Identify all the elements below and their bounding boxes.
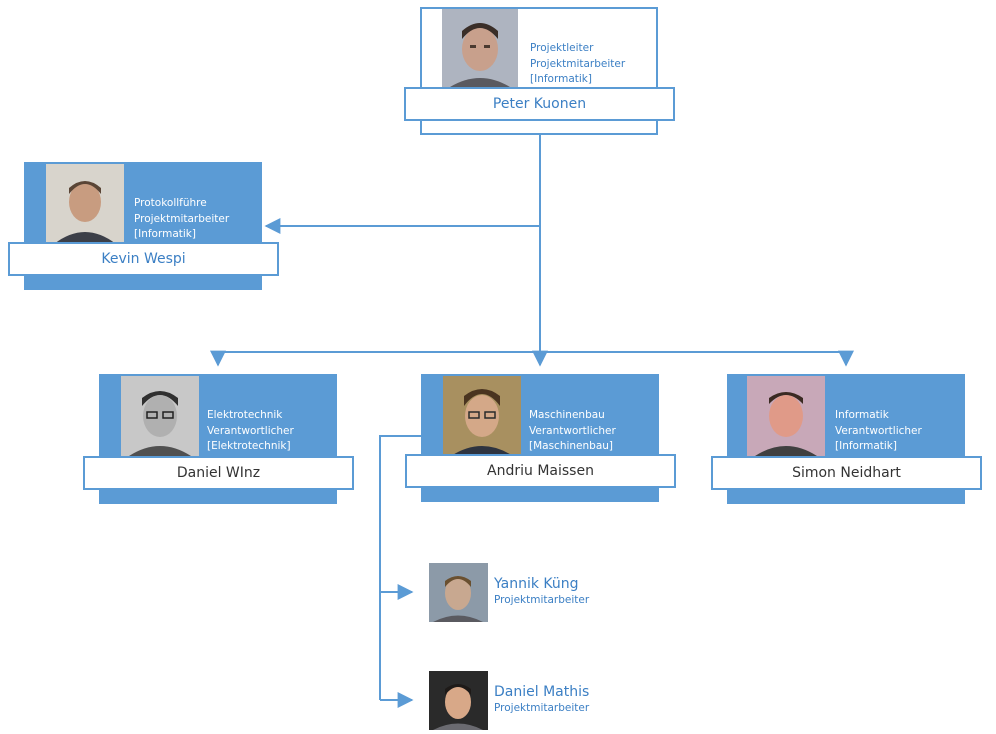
subordinate-info: Daniel Mathis Projektmitarbeiter — [494, 683, 589, 715]
role-line: [Maschinenbau] — [529, 440, 614, 452]
portrait-photo — [121, 376, 199, 456]
role-line: [Elektrotechnik] — [207, 440, 291, 452]
portrait-photo — [442, 9, 518, 87]
role-line: [Informatik] — [530, 73, 592, 85]
role-line: Projektmitarbeiter — [494, 594, 590, 606]
role-line: Projektmitarbeiter — [134, 212, 230, 225]
portrait-photo — [747, 376, 825, 456]
role-line: Verantwortlicher — [207, 424, 294, 437]
role-line: [Informatik] — [134, 228, 196, 240]
role-list: Projektleiter Projektmitarbeiter [Inform… — [530, 41, 625, 88]
role-line: Projektleiter — [530, 42, 594, 54]
name-bar: Kevin Wespi — [8, 242, 279, 276]
role-line: Protokollführe — [134, 197, 207, 209]
subordinate-info: Yannik Küng Projektmitarbeiter — [494, 575, 589, 607]
role-line: Maschinenbau — [529, 409, 605, 421]
connector-sub-trunk — [379, 435, 422, 700]
person-name: Daniel Mathis — [494, 684, 590, 700]
role-list: Informatik Verantwortlicher [Informatik] — [835, 408, 922, 455]
name-bar: Daniel WInz — [83, 456, 354, 490]
portrait-photo — [46, 164, 124, 244]
role-line: [Informatik] — [835, 440, 897, 452]
portrait-photo — [443, 376, 521, 456]
portrait-photo — [429, 563, 488, 622]
name-bar: Peter Kuonen — [404, 87, 675, 121]
name-bar: Andriu Maissen — [405, 454, 676, 488]
role-line: Projektmitarbeiter — [494, 702, 590, 714]
name-bar: Simon Neidhart — [711, 456, 982, 490]
role-list: Maschinenbau Verantwortlicher [Maschinen… — [529, 408, 616, 455]
role-list: Protokollführe Projektmitarbeiter [Infor… — [134, 196, 229, 243]
role-list: Elektrotechnik Verantwortlicher [Elektro… — [207, 408, 294, 455]
role-line: Informatik — [835, 409, 889, 421]
role-line: Verantwortlicher — [529, 424, 616, 437]
role-line: Elektrotechnik — [207, 409, 283, 421]
person-name: Yannik Küng — [494, 576, 579, 592]
portrait-photo — [429, 671, 488, 730]
role-line: Projektmitarbeiter — [530, 57, 626, 70]
role-line: Verantwortlicher — [835, 424, 922, 437]
